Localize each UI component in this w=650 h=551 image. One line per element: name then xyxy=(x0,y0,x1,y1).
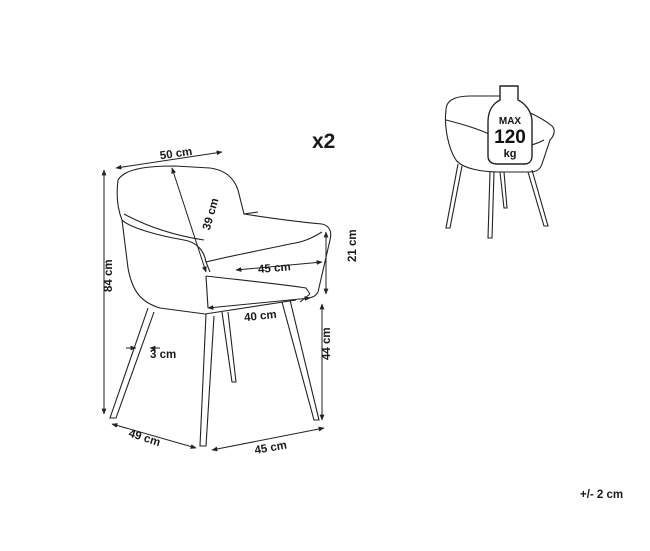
dim-seat-width: 40 cm xyxy=(244,309,278,324)
load-badge: MAX 120 kg xyxy=(487,85,533,165)
dim-seat-height: 44 cm xyxy=(321,327,333,360)
quantity-label: x2 xyxy=(312,130,335,153)
dim-top-width: 50 cm xyxy=(159,146,193,162)
tolerance-label: +/- 2 cm xyxy=(580,489,623,501)
dim-depth: 49 cm xyxy=(127,428,162,449)
dimension-lines xyxy=(101,150,329,452)
dim-width: 45 cm xyxy=(254,439,288,456)
dim-armrest-height: 21 cm xyxy=(347,229,359,262)
chair-main-drawing xyxy=(109,165,332,447)
load-badge-unit: kg xyxy=(504,148,517,160)
dim-total-height: 84 cm xyxy=(103,259,115,292)
dim-seat-depth: 45 cm xyxy=(258,261,292,276)
load-badge-max: MAX xyxy=(499,116,522,127)
dim-back-depth: 39 cm xyxy=(201,197,222,232)
load-badge-value: 120 xyxy=(494,127,526,148)
dim-leg-thickness: 3 cm xyxy=(150,349,176,361)
